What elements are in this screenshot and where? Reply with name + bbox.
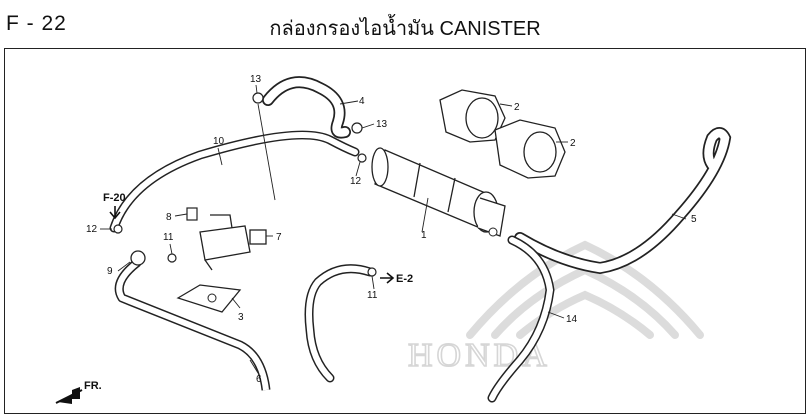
clip-12b xyxy=(357,153,367,163)
part-label-5: 5 xyxy=(691,214,697,225)
section-code: F - 22 xyxy=(6,12,67,35)
part-label-2b: 2 xyxy=(570,138,576,149)
ref-e2-arrow xyxy=(380,272,395,284)
canister-band-2b xyxy=(494,119,566,179)
front-label: FR. xyxy=(84,380,102,392)
ref-f20: F-20 xyxy=(103,192,126,204)
part-label-8: 8 xyxy=(166,212,172,223)
ref-f20-arrow xyxy=(109,206,121,220)
bolt-8 xyxy=(186,207,198,221)
page-title: กล่องกรองไอน้ำมัน CANISTER xyxy=(269,18,541,40)
part-label-3: 3 xyxy=(238,312,244,323)
part-label-12a: 12 xyxy=(86,224,98,235)
leader-lines xyxy=(100,84,687,374)
clip-12a xyxy=(113,224,123,234)
part-label-14: 14 xyxy=(566,314,578,325)
part-label-9: 9 xyxy=(107,266,113,277)
part-label-11a: 11 xyxy=(163,232,174,243)
purge-valve xyxy=(199,214,267,271)
diagram-frame xyxy=(4,48,806,414)
canister-body xyxy=(371,147,506,237)
part-label-13a: 13 xyxy=(250,74,262,85)
clip-13a xyxy=(252,92,264,104)
page-header: F - 22 กล่องกรองไอน้ำมัน CANISTER xyxy=(0,0,810,50)
bracket-3 xyxy=(176,284,242,313)
part-label-7: 7 xyxy=(276,232,282,243)
part-labels: 1 2 2 3 4 5 6 7 8 9 10 11 11 12 12 13 13… xyxy=(86,74,697,385)
clip-13b xyxy=(351,122,363,134)
part-label-11b: 11 xyxy=(367,290,378,301)
part-label-10: 10 xyxy=(213,136,225,147)
part-label-2a: 2 xyxy=(514,102,520,113)
canister-band-2a xyxy=(439,89,506,143)
part-label-4: 4 xyxy=(359,96,365,107)
clip-11a xyxy=(167,253,177,263)
part-label-12b: 12 xyxy=(350,176,362,187)
honda-watermark: HONDA xyxy=(407,240,704,375)
grommet-9 xyxy=(130,250,146,266)
part-label-13b: 13 xyxy=(376,119,388,130)
part-label-1: 1 xyxy=(421,230,427,241)
ref-e2: E-2 xyxy=(396,273,413,285)
part-label-6: 6 xyxy=(256,374,262,385)
front-arrow xyxy=(55,387,83,404)
clip-11b xyxy=(367,267,377,277)
